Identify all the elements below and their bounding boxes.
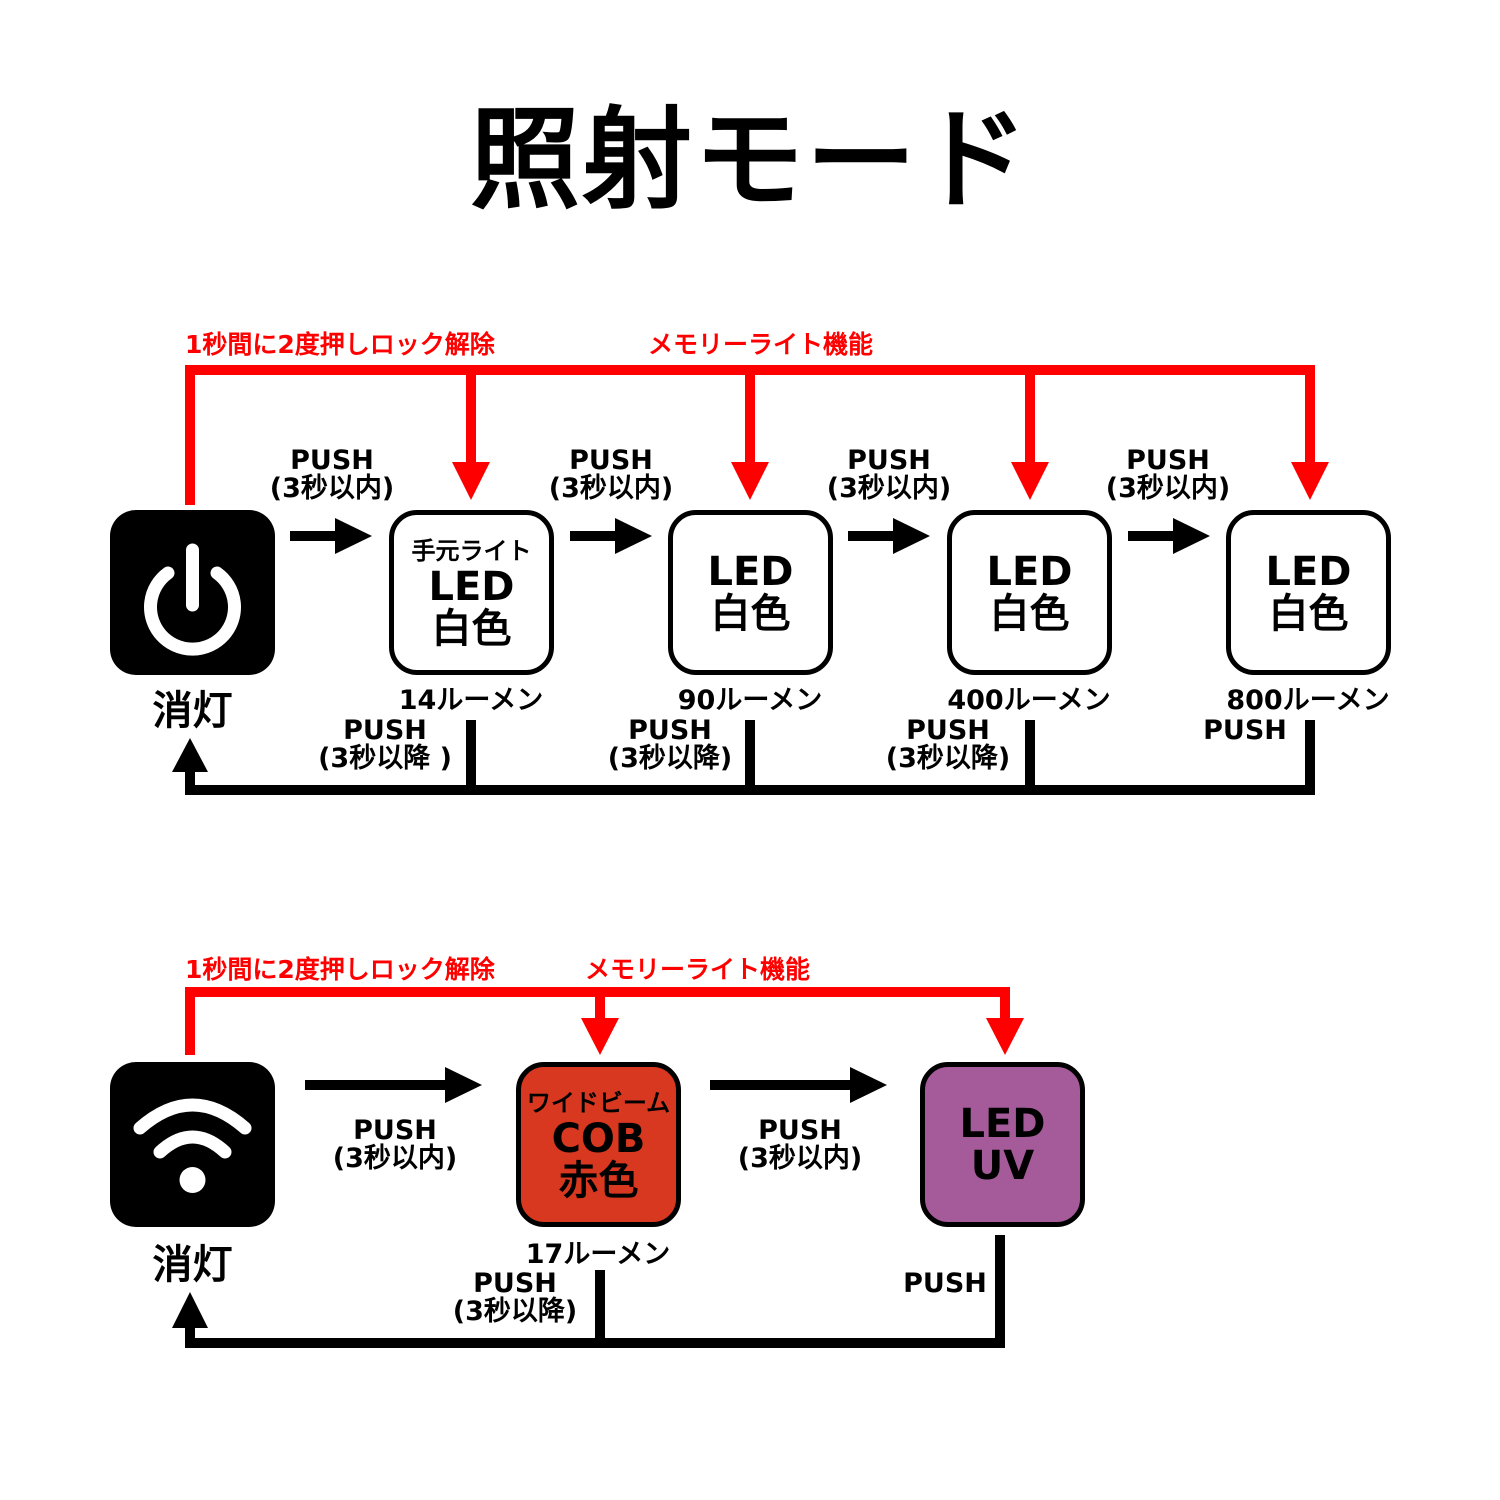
mode-color: 赤色 — [558, 1157, 639, 1204]
row1-red-arrowheads — [452, 462, 1329, 500]
push-text: PUSH — [906, 715, 990, 746]
row2-return-lines — [185, 1235, 1005, 1348]
row1-off-button — [110, 510, 275, 675]
mode-light-type: LED — [707, 548, 794, 595]
row1-memory-label: メモリーライト機能 — [648, 330, 874, 359]
wifi-icon — [133, 1098, 252, 1193]
row1-lumen-2: 90ルーメン — [677, 685, 823, 716]
row2-mode-cob: ワイドビーム COB 赤色 — [516, 1062, 681, 1227]
row1-mode-4: LED 白色 — [1226, 510, 1391, 675]
row1-push-back-2: PUSH (3秒以降) — [595, 717, 745, 773]
mode-light-type: LED — [959, 1100, 1046, 1147]
push-text: PUSH — [353, 1115, 437, 1146]
push-text: PUSH — [1126, 445, 1210, 476]
row2-lumen-1: 17ルーメン — [525, 1239, 671, 1270]
row1-off-label: 消灯 — [152, 688, 233, 734]
row2-mode-uv: LED UV — [920, 1062, 1085, 1227]
row2-push-forward-1: PUSH (3秒以内) — [325, 1117, 465, 1173]
push-condition: (3秒以内) — [332, 1143, 458, 1174]
mode-subtitle: ワイドビーム — [526, 1088, 671, 1117]
row2-off-label: 消灯 — [152, 1242, 233, 1288]
mode-light-type: LED — [428, 563, 515, 610]
row1-push-forward-3: PUSH (3秒以内) — [819, 447, 959, 503]
row1-push-back-3: PUSH (3秒以降) — [873, 717, 1023, 773]
push-condition: (3秒以降 ) — [318, 743, 452, 774]
row1-return-arrowhead — [172, 738, 208, 772]
row1-mode-1: 手元ライト LED 白色 — [389, 510, 554, 675]
row2-off-button — [110, 1062, 275, 1227]
row1-mode-3: LED 白色 — [947, 510, 1112, 675]
row1-red-lines — [185, 365, 1315, 505]
row1-mode-2: LED 白色 — [668, 510, 833, 675]
mode-color: 白色 — [1268, 590, 1349, 637]
row1-push-back-4: PUSH — [1190, 717, 1300, 745]
page-title: 照射モード — [470, 96, 1030, 224]
push-text: PUSH — [847, 445, 931, 476]
mode-color: 白色 — [431, 605, 512, 652]
row2-lock-label: 1秒間に2度押しロック解除 — [185, 955, 495, 984]
push-text: PUSH — [290, 445, 374, 476]
row2-push-back-2: PUSH — [890, 1270, 1000, 1298]
push-condition: (3秒以降) — [607, 743, 733, 774]
mode-light-type: COB — [551, 1115, 646, 1162]
mode-light-type: LED — [1265, 548, 1352, 595]
push-text: PUSH — [569, 445, 653, 476]
push-text: PUSH — [473, 1268, 557, 1299]
row1-push-forward-2: PUSH (3秒以内) — [541, 447, 681, 503]
row1-lock-label: 1秒間に2度押しロック解除 — [185, 330, 495, 359]
row1-return-lines — [185, 720, 1315, 795]
row1-push-forward-1: PUSH (3秒以内) — [262, 447, 402, 503]
row1-lumen-4: 800ルーメン — [1226, 685, 1390, 716]
push-condition: (3秒以降) — [452, 1296, 578, 1327]
push-condition: (3秒以内) — [269, 473, 395, 504]
mode-subtitle: 手元ライト — [411, 536, 532, 565]
row1-push-back-1: PUSH (3秒以降 ) — [310, 717, 460, 773]
mode-light-type: LED — [986, 548, 1073, 595]
row2-forward-arrows — [305, 1067, 887, 1103]
push-text: PUSH — [903, 1268, 987, 1299]
push-condition: (3秒以内) — [826, 473, 952, 504]
power-icon — [144, 543, 241, 656]
mode-color: 白色 — [989, 590, 1070, 637]
row2-memory-label: メモリーライト機能 — [585, 955, 811, 984]
row1-forward-arrows — [290, 518, 1210, 554]
mode-color: UV — [970, 1142, 1035, 1189]
row2-red-arrowheads — [581, 1018, 1024, 1055]
push-text: PUSH — [758, 1115, 842, 1146]
row2-push-back-1: PUSH (3秒以降) — [440, 1270, 590, 1326]
push-condition: (3秒以内) — [737, 1143, 863, 1174]
push-condition: (3秒以内) — [1105, 473, 1231, 504]
push-condition: (3秒以降) — [885, 743, 1011, 774]
push-text: PUSH — [628, 715, 712, 746]
push-text: PUSH — [343, 715, 427, 746]
push-text: PUSH — [1203, 715, 1287, 746]
row2-return-arrowhead — [172, 1292, 208, 1328]
row1-push-forward-4: PUSH (3秒以内) — [1098, 447, 1238, 503]
row1-lumen-3: 400ルーメン — [947, 685, 1111, 716]
mode-color: 白色 — [710, 590, 791, 637]
row2-push-forward-2: PUSH (3秒以内) — [730, 1117, 870, 1173]
row1-lumen-1: 14ルーメン — [398, 685, 544, 716]
push-condition: (3秒以内) — [548, 473, 674, 504]
